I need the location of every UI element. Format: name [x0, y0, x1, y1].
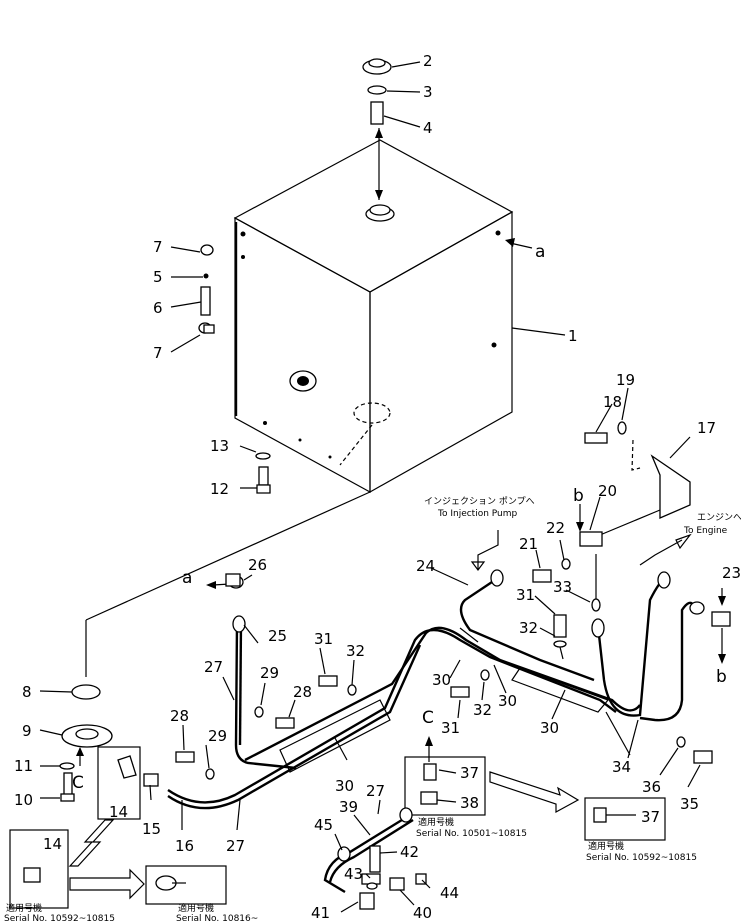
callout-13: 13: [210, 437, 229, 455]
fuel-tank: [233, 139, 514, 494]
callout-21: 21: [519, 535, 538, 553]
callout-31-a: 31: [314, 630, 333, 648]
drain-parts: [255, 452, 271, 494]
serial-right-jp: 適用号機: [588, 840, 624, 852]
callout-31-b: 31: [441, 719, 460, 737]
leader-lines: [39, 61, 701, 913]
callout-30-a: 30: [335, 777, 354, 795]
callout-16: 16: [175, 837, 194, 855]
callout-31-c: 31: [516, 586, 535, 604]
callout-41: 41: [311, 904, 330, 922]
callout-36: 36: [642, 778, 661, 796]
callout-14-box: 14: [43, 835, 62, 853]
callout-28-a: 28: [293, 683, 312, 701]
sender-assembly: [9, 491, 371, 909]
callout-25: 25: [268, 627, 287, 645]
breather-parts: [198, 244, 215, 334]
callout-14-mid: 14: [109, 803, 128, 821]
callout-27-low: 27: [226, 837, 245, 855]
callout-45: 45: [314, 816, 333, 834]
serial-notes: 適用号機 Serial No. 10592~10815 適用号機 Serial …: [4, 816, 697, 923]
serial-mid: Serial No. 10501~10815: [416, 829, 527, 839]
callout-30-d: 30: [540, 719, 559, 737]
letter-c-left: C: [72, 773, 84, 793]
callout-26: 26: [248, 556, 267, 574]
return-assembly: [323, 736, 666, 910]
callout-32-b: 32: [473, 701, 492, 719]
callout-29-b: 29: [208, 727, 227, 745]
serial-left-b: Serial No. 10816~: [176, 914, 258, 923]
reference-letters: a a b b C C: [72, 242, 727, 793]
callout-12: 12: [210, 480, 229, 498]
callout-37-mid: 37: [460, 764, 479, 782]
callout-15: 15: [142, 820, 161, 838]
serial-right: Serial No. 10592~10815: [586, 853, 697, 863]
callout-8: 8: [22, 683, 32, 701]
callout-39: 39: [339, 798, 358, 816]
callout-11: 11: [14, 757, 33, 775]
callout-7-bottom: 7: [153, 344, 163, 362]
note-injection-jp: インジェクション ポンプへ: [424, 496, 535, 507]
callout-42: 42: [400, 843, 419, 861]
serial-left-b-jp: 適用号機: [178, 902, 214, 914]
callout-labels: 1 2 3 4 5 6 7 7 8 9 10 11 12 13 14 14 15…: [14, 52, 741, 922]
callout-44: 44: [440, 884, 459, 902]
callout-1: 1: [568, 327, 578, 345]
callout-22: 22: [546, 519, 565, 537]
letter-b-top: b: [573, 486, 584, 506]
callout-9: 9: [22, 722, 32, 740]
callout-28-b: 28: [170, 707, 189, 725]
callout-30-b: 30: [432, 671, 451, 689]
callout-32-a: 32: [346, 642, 365, 660]
direction-notes: インジェクション ポンプへ To Injection Pump エンジンへ To…: [424, 496, 741, 536]
letter-a-left: a: [182, 568, 192, 588]
callout-4: 4: [423, 119, 433, 137]
callout-6: 6: [153, 299, 163, 317]
callout-35: 35: [680, 795, 699, 813]
note-injection-en: To Injection Pump: [437, 509, 518, 519]
callout-27-mid: 27: [366, 782, 385, 800]
callout-29-a: 29: [260, 664, 279, 682]
callout-17: 17: [697, 419, 716, 437]
callout-38: 38: [460, 794, 479, 812]
callout-3: 3: [423, 83, 433, 101]
callout-33: 33: [553, 578, 572, 596]
callout-20: 20: [598, 482, 617, 500]
callout-23: 23: [722, 564, 741, 582]
callout-2: 2: [423, 52, 433, 70]
callout-27-left: 27: [204, 658, 223, 676]
letter-a-top: a: [535, 242, 545, 262]
callout-19: 19: [616, 371, 635, 389]
letter-c-mid: C: [422, 708, 434, 728]
callout-10: 10: [14, 791, 33, 809]
callout-40: 40: [413, 904, 432, 922]
note-engine-en: To Engine: [683, 526, 728, 536]
callout-32-c: 32: [519, 619, 538, 637]
callout-30-c: 30: [498, 692, 517, 710]
callout-5: 5: [153, 268, 163, 286]
filler-cap-parts: [362, 58, 392, 200]
callout-18: 18: [603, 393, 622, 411]
fuel-lines: [167, 421, 731, 810]
callout-43: 43: [344, 865, 363, 883]
callout-34: 34: [612, 758, 631, 776]
serial-left-a-jp: 適用号機: [6, 902, 42, 914]
callout-7-top: 7: [153, 238, 163, 256]
serial-left-a: Serial No. 10592~10815: [4, 914, 115, 923]
letter-b-bottom: b: [716, 667, 727, 687]
serial-mid-jp: 適用号機: [418, 816, 454, 828]
callout-24: 24: [416, 557, 435, 575]
note-engine-jp: エンジンへ: [697, 513, 741, 523]
callout-37-right: 37: [641, 808, 660, 826]
